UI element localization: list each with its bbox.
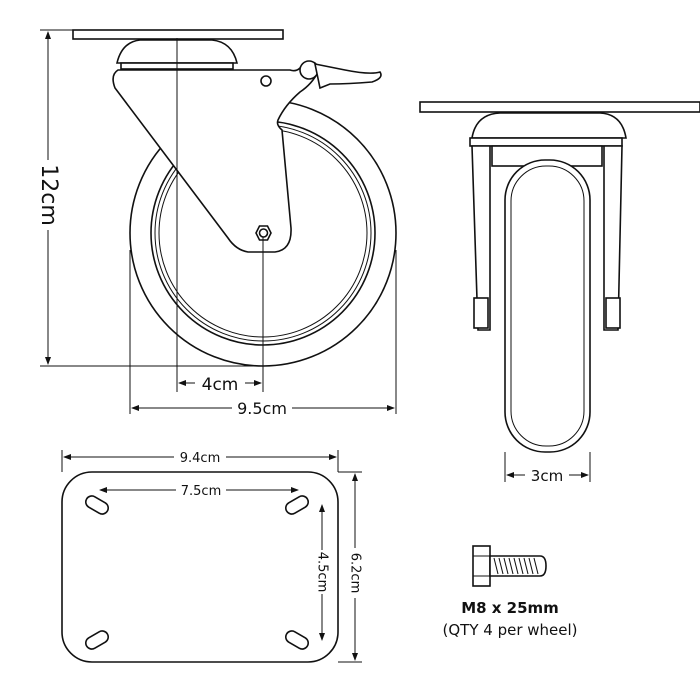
axle-nut: [255, 225, 272, 241]
front-view: 3cm: [419, 101, 700, 485]
mounting-plate: [61, 471, 339, 663]
wheel-front: [504, 159, 591, 453]
hole-spacing-x-label: 7.5cm: [181, 484, 222, 499]
rivet: [260, 75, 272, 87]
swivel-dome-front: [471, 112, 627, 139]
wheel-diameter-label: 9.5cm: [237, 399, 287, 418]
bolt-quantity: (QTY 4 per wheel): [443, 621, 578, 639]
axle-nut-left: [473, 297, 489, 329]
top-plate-side: [72, 29, 284, 40]
axle-nut-right: [605, 297, 621, 329]
brake-lever: [313, 62, 382, 90]
mounting-slots: [85, 495, 309, 650]
side-view: 12cm 4cm 9.5cm: [30, 29, 397, 418]
top-plate-front: [419, 101, 700, 113]
bolt-spec: M8 x 25mm: [461, 599, 559, 617]
height-label: 12cm: [36, 164, 61, 226]
hole-spacing-y-label: 4.5cm: [315, 552, 330, 593]
offset-label: 4cm: [202, 375, 239, 395]
plate-height-label: 6.2cm: [348, 553, 363, 594]
bolt-icon: [472, 545, 547, 587]
mounting-plate-view: 9.4cm 7.5cm 6.2cm 4.5cm: [61, 448, 364, 663]
wheel-width-label: 3cm: [531, 467, 563, 485]
plate-width-label: 9.4cm: [180, 451, 221, 466]
